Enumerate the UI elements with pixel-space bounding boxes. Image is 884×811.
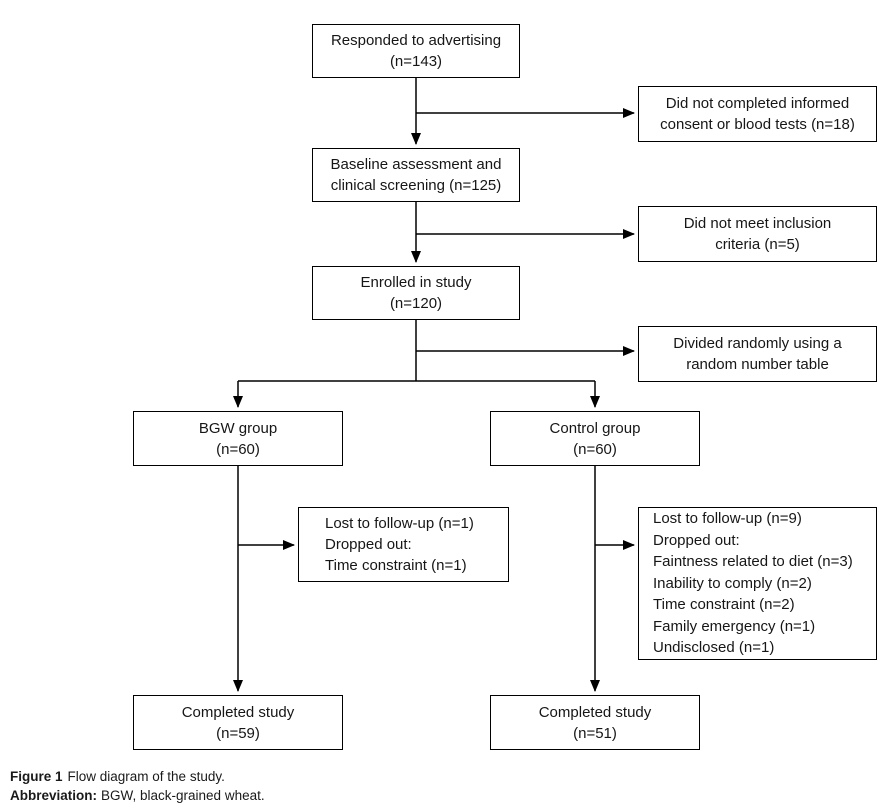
box-did-not-meet-inclusion: Did not meet inclusion criteria (n=5) — [638, 206, 877, 262]
box-text-line: (n=60) — [216, 440, 260, 458]
box-control-group: Control group (n=60) — [490, 411, 700, 466]
box-baseline-assessment: Baseline assessment and clinical screeni… — [312, 148, 520, 202]
figure-caption: Figure 1 Flow diagram of the study. Abbre… — [10, 768, 265, 805]
caption-abbreviation-label: Abbreviation: — [10, 787, 98, 803]
box-enrolled-in-study: Enrolled in study (n=120) — [312, 266, 520, 320]
caption-figure-line: Figure 1 Flow diagram of the study. — [10, 768, 265, 787]
box-text-line: criteria (n=5) — [715, 236, 800, 253]
box-text-line: Enrolled in study — [360, 274, 472, 291]
box-control-dropout-reasons: Lost to follow-up (n=9) Dropped out: Fai… — [638, 507, 877, 660]
box-text-line: (n=143) — [389, 53, 443, 70]
caption-figure-label: Figure 1 — [10, 769, 63, 784]
box-text-line: Responded to advertising — [330, 32, 502, 49]
box-text-line: Completed study — [181, 703, 295, 721]
caption-figure-text: Flow diagram of the study. — [67, 769, 225, 784]
box-text-line: Completed study — [538, 703, 652, 721]
box-text-line: BGW group — [198, 419, 278, 437]
box-text-line: Family emergency (n=1) — [653, 617, 816, 635]
box-text-line: consent or blood tests (n=18) — [660, 116, 855, 133]
box-text-line: Faintness related to diet (n=3) — [653, 553, 853, 571]
box-text-line: Lost to follow-up (n=1) — [325, 515, 474, 532]
caption-abbreviation-line: Abbreviation:BGW, black-grained wheat. — [10, 787, 265, 806]
box-text-line: Did not meet inclusion — [683, 215, 832, 232]
box-text-line: Divided randomly using a — [673, 335, 842, 352]
box-text-line: Lost to follow-up (n=9) — [653, 510, 802, 528]
box-completed-study-control: Completed study (n=51) — [490, 695, 700, 750]
box-text-line: Dropped out: — [653, 531, 740, 549]
box-text-line: (n=120) — [389, 295, 443, 312]
box-text-line: Time constraint (n=2) — [653, 596, 795, 614]
box-bgw-dropout-reasons: Lost to follow-up (n=1) Dropped out: Tim… — [298, 507, 509, 582]
box-text-line: Control group — [549, 419, 641, 437]
box-text-line: Time constraint (n=1) — [325, 557, 467, 574]
box-text-line: Baseline assessment and — [330, 156, 502, 173]
caption-abbreviation-text: BGW, black-grained wheat. — [101, 787, 265, 803]
box-text-line: (n=60) — [573, 440, 617, 458]
box-text-line: random number table — [686, 356, 829, 373]
box-text-line: clinical screening (n=125) — [330, 177, 502, 194]
box-bgw-group: BGW group (n=60) — [133, 411, 343, 466]
box-text-line: Dropped out: — [325, 536, 412, 553]
box-text-line: (n=59) — [216, 724, 260, 742]
box-completed-study-bgw: Completed study (n=59) — [133, 695, 343, 750]
box-divided-randomly: Divided randomly using a random number t… — [638, 326, 877, 382]
box-text-line: Inability to comply (n=2) — [653, 574, 812, 592]
box-text-line: Did not completed informed — [665, 95, 850, 112]
box-text-line: Undisclosed (n=1) — [653, 639, 775, 657]
box-did-not-complete-consent: Did not completed informed consent or bl… — [638, 86, 877, 142]
box-responded-to-advertising: Responded to advertising (n=143) — [312, 24, 520, 78]
box-text-line: (n=51) — [573, 724, 617, 742]
